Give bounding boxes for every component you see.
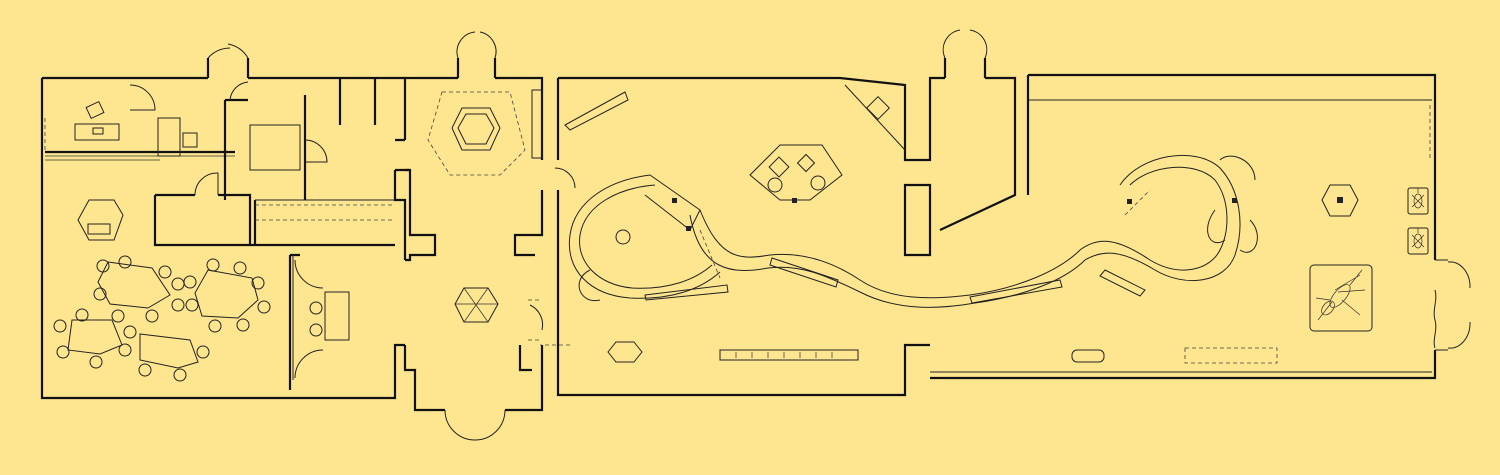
exhibit-hall bbox=[540, 29, 1017, 397]
classroom-stools bbox=[53, 255, 271, 382]
east-hall bbox=[930, 73, 1471, 380]
west-wing bbox=[40, 43, 407, 400]
winding-exhibit bbox=[568, 154, 1258, 308]
entrance-lobby bbox=[395, 31, 544, 441]
wasp-icon bbox=[1315, 269, 1366, 321]
beetle-icon bbox=[1411, 188, 1425, 209]
beetle-icon bbox=[1411, 228, 1425, 249]
